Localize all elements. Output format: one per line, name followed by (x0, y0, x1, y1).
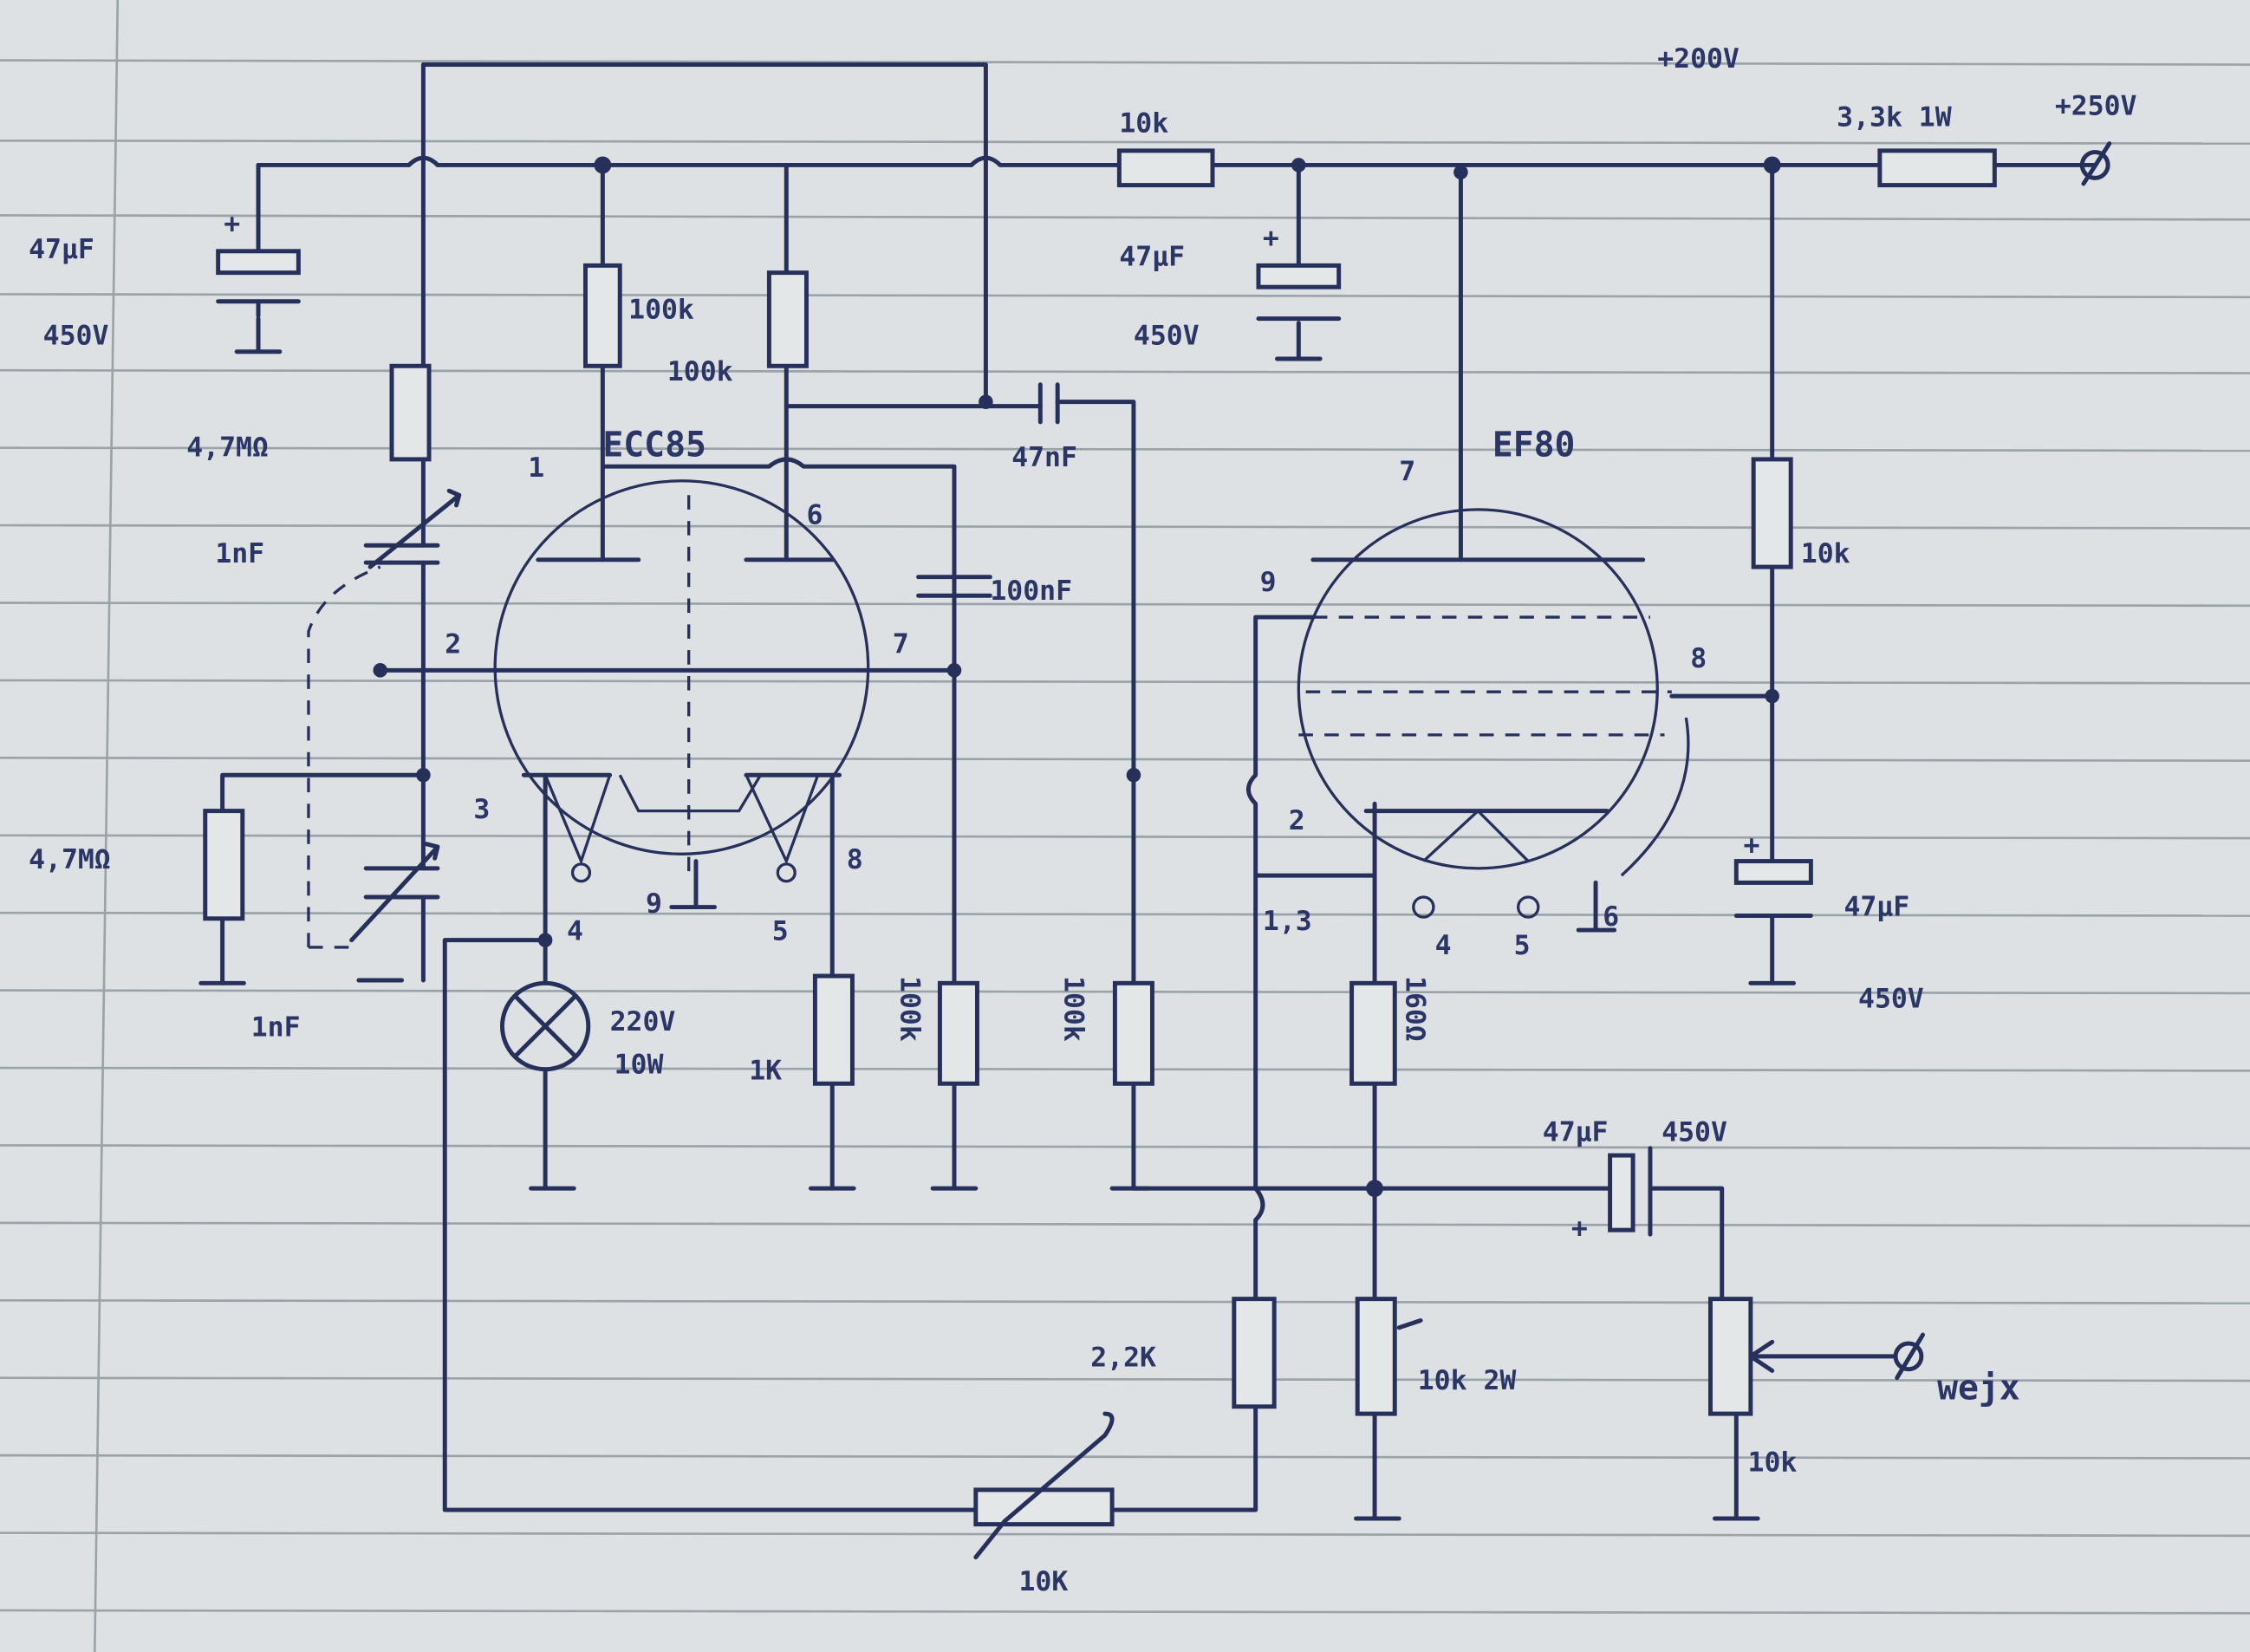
resistor-dropper (1877, 148, 1997, 188)
label-r-anode2: 100k (667, 356, 733, 387)
resistor-cathode-160 (1349, 980, 1397, 1086)
label-pot-in: 10k (1748, 1447, 1798, 1478)
pin-label: 9 (1260, 567, 1277, 598)
resistor-series-10k (1116, 148, 1215, 188)
label-input: wejx (1937, 1369, 2020, 1408)
label-c-mid-v: 450V (1134, 320, 1200, 351)
polarity-mark: + (1571, 1213, 1588, 1244)
pin-label: 1 (528, 452, 544, 484)
resistor-cathode-1k (812, 973, 855, 1086)
polarity-mark: + (1744, 829, 1760, 861)
resistor-anode2 (766, 270, 809, 368)
label-r-grid-bottom: 4,7MΩ (29, 844, 111, 875)
label-r-screen: 10k (1801, 538, 1850, 569)
label-plus200: +200V (1657, 43, 1740, 75)
label-c-left-v: 450V (43, 320, 109, 351)
pin-label: 6 (806, 499, 823, 530)
label-lamp-w: 10W (615, 1050, 664, 1081)
label-c-left: 47µF (29, 234, 94, 265)
label-dropper: 3,3k 1W (1837, 102, 1952, 133)
pin-label: 4 (1435, 930, 1452, 961)
pin-label: 2 (445, 628, 461, 660)
pot-input (1708, 1297, 1753, 1416)
pin-label: 2 (1289, 805, 1305, 836)
polarity-mark: + (224, 208, 240, 239)
tube-ef80 (1297, 508, 1690, 933)
pin-label: 3 (473, 794, 490, 825)
label-r-cathode: 1K (749, 1055, 782, 1086)
label-c-coupling: 47nF (1011, 442, 1077, 473)
pot-cathode (1355, 1297, 1397, 1416)
resistor-grid-bottom (203, 809, 245, 921)
resistor-ef80-grid (1112, 980, 1154, 1086)
pin-label: 5 (772, 916, 789, 947)
label-r-grid2: 100k (894, 976, 926, 1042)
label-r-anode1: 100k (628, 295, 694, 326)
tube-label-ef80: EF80 (1492, 426, 1576, 465)
label-c-trim-bottom: 1nF (251, 1012, 301, 1044)
resistor-screen (1751, 457, 1793, 569)
capacitors (216, 249, 1813, 1237)
label-c-trim-top: 1nF (215, 538, 264, 569)
pin-label: 6 (1603, 901, 1619, 933)
label-c-out: 47µF (1543, 1116, 1609, 1148)
resistor-grid2 (937, 980, 979, 1086)
label-r-ef80-grid: 100k (1057, 976, 1089, 1042)
pin-label: 7 (1399, 457, 1415, 488)
label-pot-cathode: 10k 2W (1418, 1365, 1517, 1396)
label-r-cathode-ef80: 160Ω (1400, 976, 1431, 1042)
label-lamp-v: 220V (610, 1006, 676, 1037)
label-r-series: 10k (1119, 107, 1168, 139)
pin-label: 1,3 (1263, 906, 1312, 937)
pot-feedback (973, 1487, 1115, 1527)
label-r-2k2: 2,2K (1090, 1342, 1156, 1373)
wires (198, 62, 2097, 1521)
label-c-screen-v: 450V (1858, 983, 1924, 1014)
pin-label: 4 (567, 916, 583, 947)
label-c-feedback: 100nF (990, 576, 1072, 607)
resistor-2k2 (1232, 1297, 1277, 1409)
tube-label-ecc85: ECC85 (602, 426, 706, 465)
terminal-circle-icon (1893, 141, 2112, 1381)
pin-label: 8 (1690, 643, 1707, 674)
resistor-anode1 (583, 263, 622, 368)
pin-label: 8 (847, 844, 863, 875)
label-c-screen: 47µF (1844, 891, 1909, 922)
tube-ecc85 (493, 479, 870, 910)
polarity-mark: + (1263, 223, 1279, 254)
label-c-mid: 47µF (1119, 241, 1185, 272)
pin-label: 9 (646, 888, 662, 920)
resistor-grid-top (389, 363, 432, 462)
resistors (203, 148, 1997, 1560)
pin-label: 7 (893, 628, 909, 660)
label-pot-feedback: 10K (1018, 1566, 1068, 1597)
label-r-grid-top: 4,7MΩ (186, 433, 269, 464)
pin-label: 5 (1514, 930, 1531, 961)
label-c-out-v: 450V (1661, 1116, 1727, 1148)
label-plus250: +250V (2055, 90, 2137, 121)
lamp-icon (499, 980, 591, 1072)
